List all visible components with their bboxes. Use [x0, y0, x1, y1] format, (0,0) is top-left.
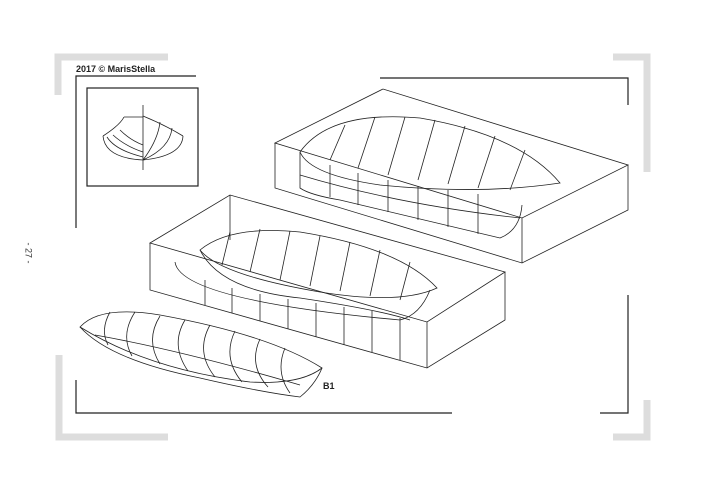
page-frame-corners [54, 53, 651, 441]
station-lines [204, 228, 411, 360]
page-frame-lines [75, 75, 629, 414]
body-plan-inset [86, 87, 199, 187]
page-number: - 27 - [23, 242, 34, 264]
block-middle [149, 194, 506, 369]
station-lines [94, 311, 301, 394]
block-upper [273, 88, 630, 264]
station-lines [329, 116, 526, 234]
copyright-notice: 2017 © MarisStella [76, 64, 156, 74]
hull-b1 [79, 311, 323, 398]
figure-label: B1 [323, 381, 335, 391]
